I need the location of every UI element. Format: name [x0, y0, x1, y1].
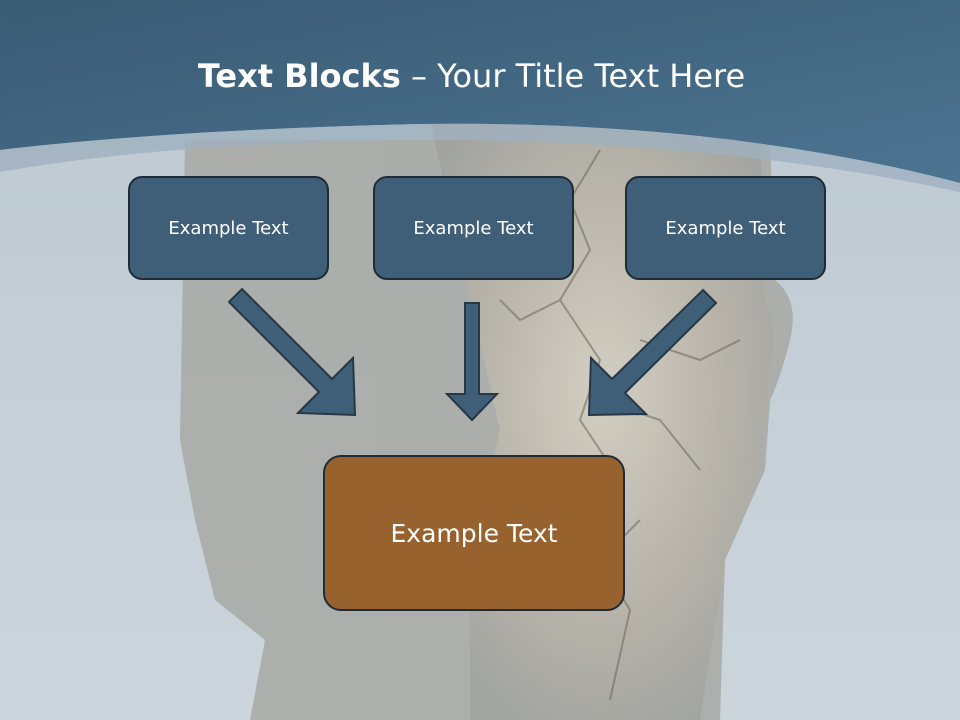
target-block[interactable]: Example Text [323, 455, 625, 611]
header-band [0, 0, 960, 183]
title-rest: – Your Title Text Here [400, 57, 746, 95]
text-block-2-label: Example Text [413, 217, 534, 239]
target-block-label: Example Text [390, 518, 558, 548]
text-block-1-label: Example Text [168, 217, 289, 239]
arrow-center [444, 302, 500, 422]
text-block-1[interactable]: Example Text [128, 176, 329, 280]
text-block-3[interactable]: Example Text [625, 176, 826, 280]
slide-title: Text Blocks – Your Title Text Here [0, 54, 943, 98]
header-swoosh [0, 123, 960, 192]
title-bold: Text Blocks [197, 57, 401, 95]
text-block-3-label: Example Text [665, 217, 786, 239]
arrow-left [227, 287, 357, 417]
text-block-2[interactable]: Example Text [373, 176, 574, 280]
arrow-right [587, 288, 718, 417]
